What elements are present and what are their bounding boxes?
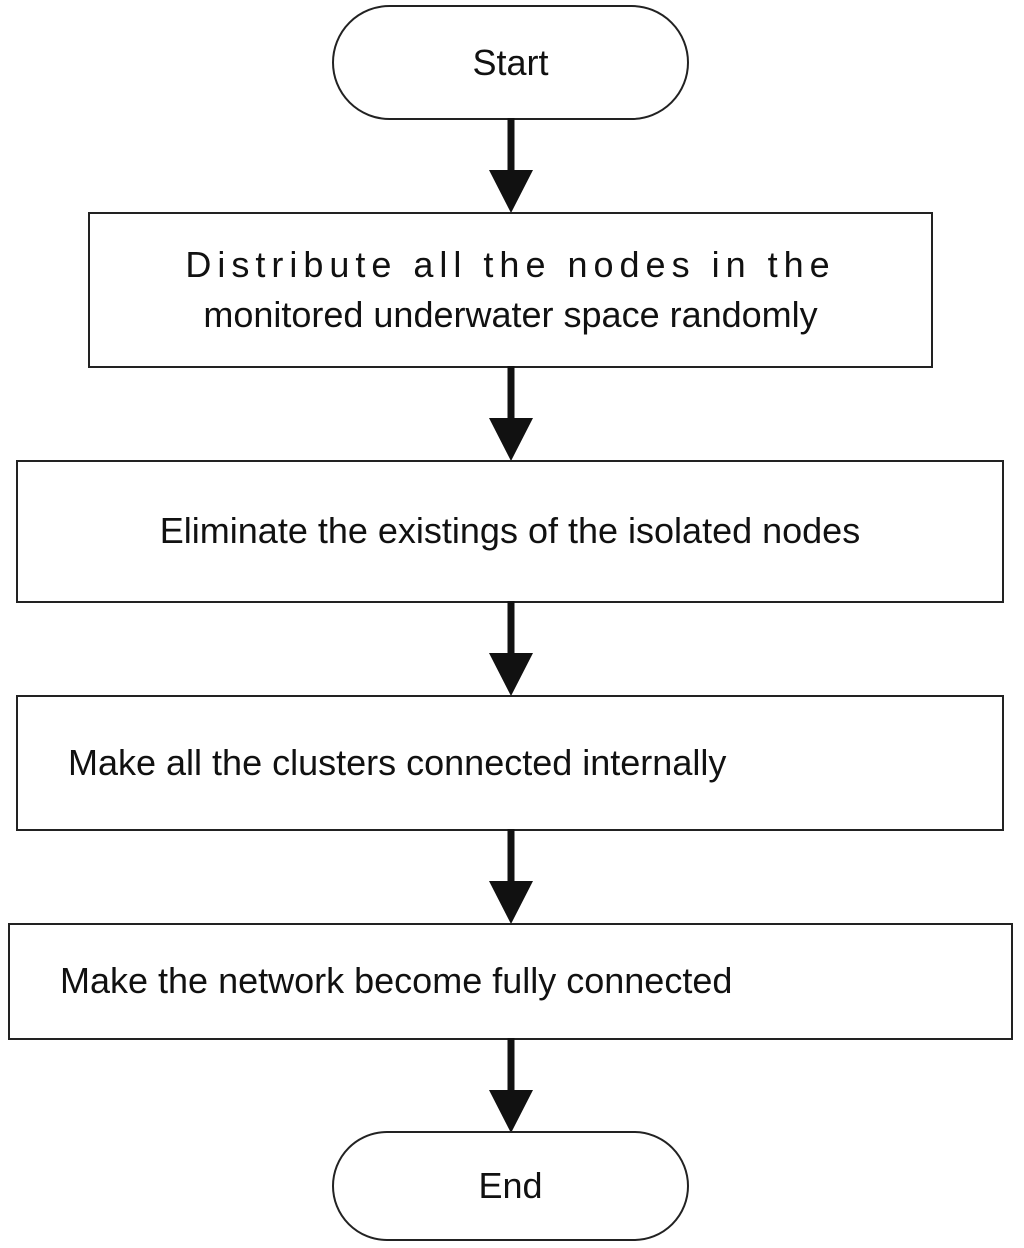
start-node: Start (332, 5, 689, 120)
step-eliminate-isolated: Eliminate the existings of the isolated … (16, 460, 1004, 603)
step-clusters-label: Make all the clusters connected internal… (68, 741, 727, 783)
step-network-label: Make the network become fully connected (60, 960, 733, 1002)
arrow-step1-to-step2 (481, 366, 541, 461)
arrow-step4-to-end (481, 1038, 541, 1133)
arrow-start-to-step1 (481, 118, 541, 213)
arrow-step2-to-step3 (481, 601, 541, 696)
arrow-step3-to-step4 (481, 829, 541, 924)
end-label: End (478, 1165, 543, 1206)
start-label: Start (472, 41, 549, 83)
step-eliminate-label: Eliminate the existings of the isolated … (159, 510, 861, 552)
step-distribute-nodes: Distribute all the nodes in the monitore… (88, 212, 933, 368)
step-distribute-line2: monitored underwater space randomly (203, 294, 818, 335)
step-distribute-line1: Distribute all the nodes in the (185, 243, 836, 285)
end-node: End (332, 1131, 689, 1241)
step-clusters-connected: Make all the clusters connected internal… (16, 695, 1004, 831)
step-network-fully-connected: Make the network become fully connected (8, 923, 1013, 1040)
